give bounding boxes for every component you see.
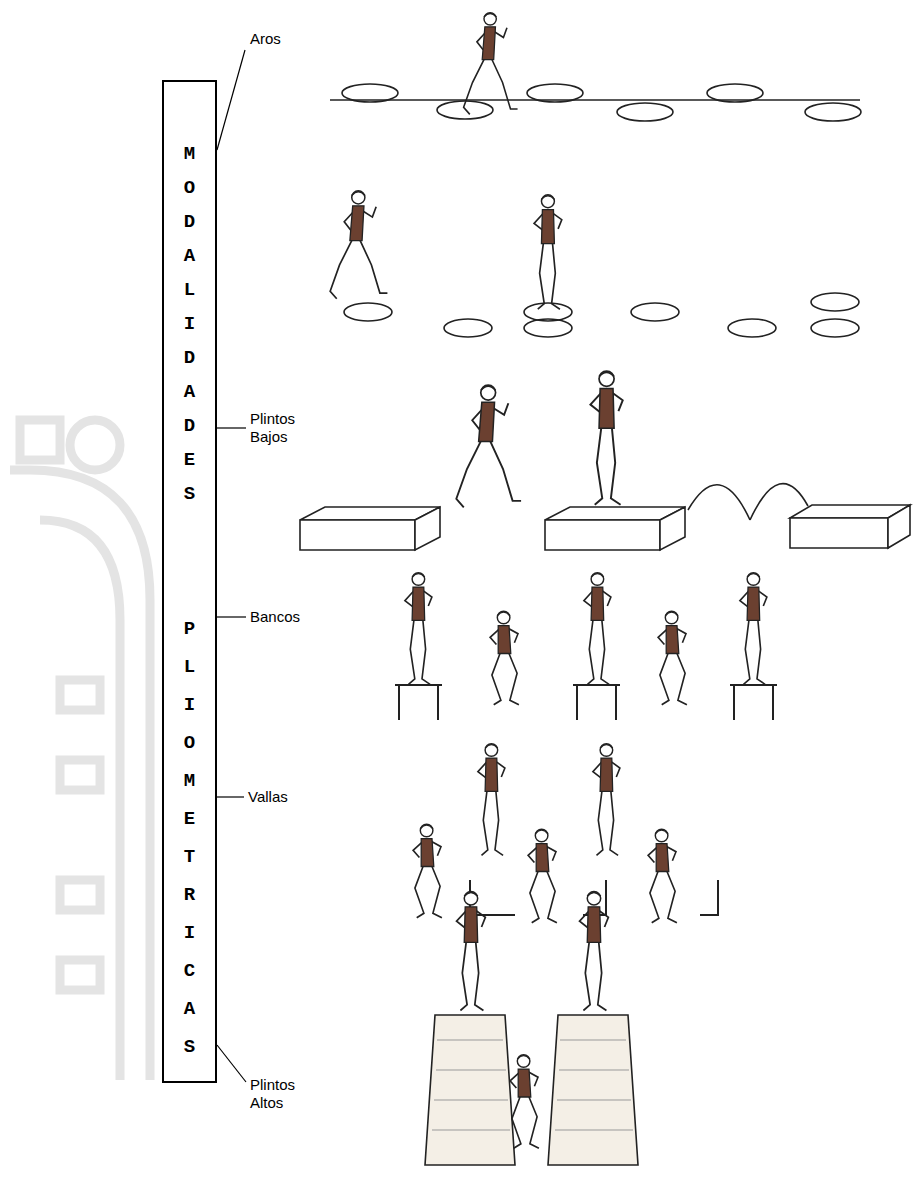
rings-row-2 xyxy=(344,293,859,337)
athlete xyxy=(330,191,387,299)
athlete xyxy=(405,573,432,685)
athlete xyxy=(740,573,767,685)
vertical-title: MODALIDADES PLIOMETRICAS xyxy=(164,82,215,1066)
category-label: Bancos xyxy=(249,608,301,626)
category-label: Plintos Bajos xyxy=(249,410,311,446)
high-boxes xyxy=(425,1015,638,1165)
rings-row xyxy=(330,84,861,121)
athlete xyxy=(478,744,505,856)
athlete xyxy=(593,744,620,856)
benches xyxy=(395,685,777,720)
athlete xyxy=(457,891,486,1010)
athlete xyxy=(490,611,519,705)
athlete xyxy=(590,371,622,505)
athlete xyxy=(464,13,518,115)
athlete xyxy=(456,385,521,507)
athlete xyxy=(648,829,677,923)
athlete xyxy=(534,195,562,309)
athlete xyxy=(584,573,611,685)
athlete xyxy=(580,891,609,1010)
category-label: Aros xyxy=(249,30,282,48)
athlete xyxy=(413,824,442,918)
category-label: Plintos Altos xyxy=(249,1076,311,1112)
watermark xyxy=(10,420,150,1080)
low-boxes xyxy=(300,484,910,550)
leader-lines xyxy=(217,50,246,1082)
vertical-title-box: MODALIDADES PLIOMETRICAS xyxy=(162,80,217,1083)
athlete xyxy=(658,611,687,705)
athlete xyxy=(510,1055,539,1149)
athlete xyxy=(528,829,557,923)
category-label: Vallas xyxy=(247,788,289,806)
